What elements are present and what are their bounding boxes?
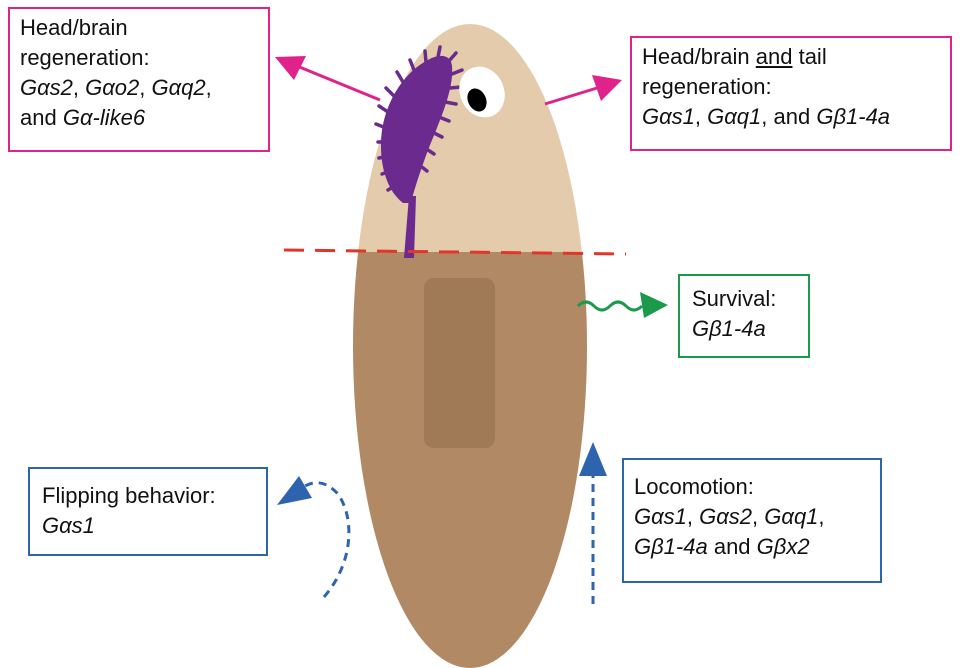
text-segment: Gαs2 <box>699 504 752 529</box>
head-regen-line4: and Gα-like6 <box>20 103 258 133</box>
head-tail-regeneration-box: Head/brain and tail regeneration: Gαs1, … <box>630 36 952 151</box>
text-segment: Gβx2 <box>757 534 810 559</box>
head-tail-regen-line3: Gαs1, Gαq1, and Gβ1-4a <box>642 102 940 132</box>
text-segment: Gαq1 <box>707 104 761 129</box>
text-segment: , <box>818 504 824 529</box>
text-segment: Gαs1 <box>642 104 695 129</box>
text-segment: , and <box>761 104 816 129</box>
survival-line2: Gβ1-4a <box>692 314 796 344</box>
survival-box: Survival: Gβ1-4a <box>678 274 810 358</box>
text-segment: , <box>695 104 707 129</box>
text-segment: Gβ1-4a <box>634 534 708 559</box>
text-segment: Head/brain <box>642 44 756 69</box>
text-segment: , <box>206 75 212 100</box>
text-segment: and <box>708 534 757 559</box>
flipping-behavior-box: Flipping behavior: Gαs1 <box>28 467 268 556</box>
text-segment: Gαs2 <box>20 75 73 100</box>
flipping-line1: Flipping behavior: <box>42 481 254 511</box>
dashed-arrow-up-blue-icon <box>579 442 607 604</box>
locomotion-line1: Locomotion: <box>634 472 870 502</box>
flipping-line2: Gαs1 <box>42 511 254 541</box>
wavy-arrow-green-icon <box>578 292 668 318</box>
head-regen-line2: regeneration: <box>20 43 258 73</box>
head-region <box>340 20 600 252</box>
locomotion-box: Locomotion: Gαs1, Gαs2, Gαq1, Gβ1-4a and… <box>622 458 882 583</box>
text-segment: , <box>687 504 699 529</box>
arrow-right-pink-icon <box>545 75 622 104</box>
text-segment: Gβ1-4a <box>816 104 890 129</box>
survival-line1: Survival: <box>692 284 796 314</box>
text-segment: Gαs1 <box>634 504 687 529</box>
text-segment: Gαq2 <box>152 75 206 100</box>
locomotion-line2: Gαs1, Gαs2, Gαq1, <box>634 502 870 532</box>
head-tail-regen-line1: Head/brain and tail <box>642 42 940 72</box>
text-segment: , <box>73 75 85 100</box>
text-segment: and <box>756 44 793 69</box>
text-segment: Gα-like6 <box>63 105 145 130</box>
head-tail-regen-line2: regeneration: <box>642 72 940 102</box>
arrow-left-pink-icon <box>275 56 380 100</box>
text-segment: tail <box>792 44 826 69</box>
text-segment: , <box>752 504 764 529</box>
text-segment: Gαq1 <box>764 504 818 529</box>
head-regen-line1: Head/brain <box>20 13 258 43</box>
text-segment: , <box>139 75 151 100</box>
head-regen-line3: Gαs2, Gαo2, Gαq2, <box>20 73 258 103</box>
locomotion-line3: Gβ1-4a and Gβx2 <box>634 532 870 562</box>
pharynx <box>424 278 495 448</box>
text-segment: and <box>20 105 63 130</box>
head-regeneration-box: Head/brain regeneration: Gαs2, Gαo2, Gαq… <box>8 7 270 152</box>
text-segment: Gαo2 <box>85 75 139 100</box>
curved-dashed-arrow-blue-icon <box>277 476 349 597</box>
